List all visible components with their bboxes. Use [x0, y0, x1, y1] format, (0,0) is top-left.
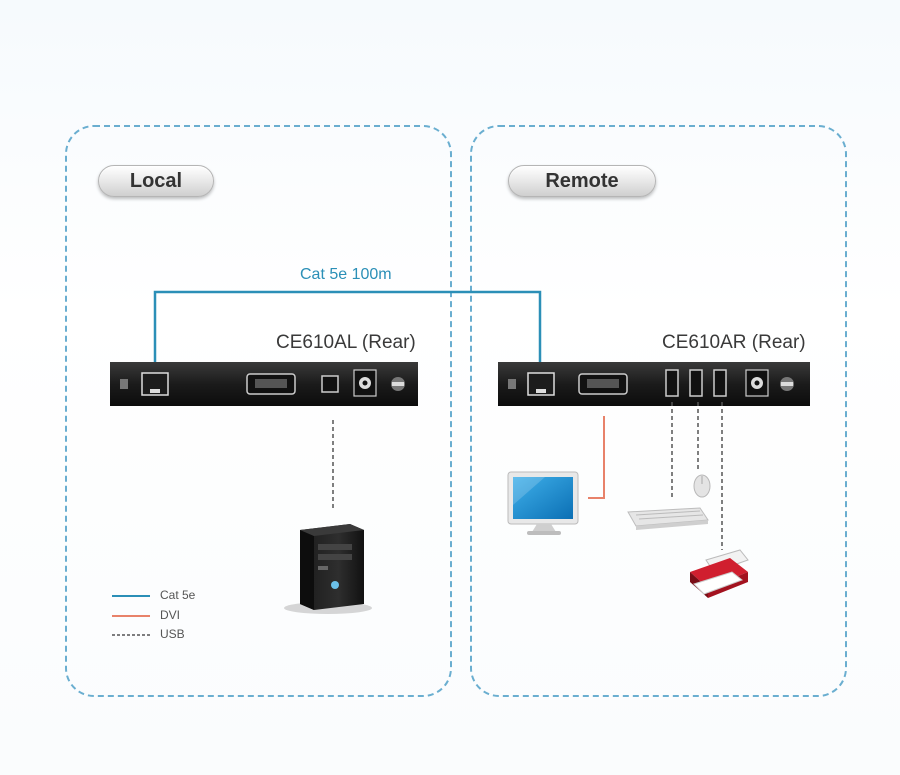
local-usb-b-port: [321, 375, 339, 393]
remote-rj45-port: [527, 372, 555, 396]
local-rj45-port: [141, 372, 169, 396]
remote-usb-a-port-3: [713, 369, 727, 397]
local-zone-label: Local: [98, 165, 214, 197]
ce610al-device: [110, 362, 418, 406]
local-device-label: CE610AL (Rear): [276, 332, 416, 353]
computer-tower-icon: [284, 524, 372, 614]
mouse-icon: [693, 474, 711, 498]
printer-icon: [690, 549, 749, 598]
legend-usb-label: USB: [160, 627, 185, 641]
monitor-icon: [507, 471, 579, 535]
remote-device-label: CE610AR (Rear): [662, 332, 806, 353]
legend-cat5e-label: Cat 5e: [160, 588, 196, 602]
keyboard-icon: [627, 507, 709, 530]
remote-zone-label: Remote: [508, 165, 656, 197]
dvi-line-monitor: [588, 416, 605, 499]
legend-dvi-label: DVI: [160, 608, 181, 622]
cable-label: Cat 5e 100m: [300, 266, 392, 283]
local-zone-box: [65, 125, 452, 697]
remote-usb-a-port-2: [689, 369, 703, 397]
cat5e-cable-line: [153, 290, 542, 378]
remote-usb-a-port-1: [665, 369, 679, 397]
ce610ar-device: [498, 362, 810, 406]
remote-zone-box: [470, 125, 847, 697]
